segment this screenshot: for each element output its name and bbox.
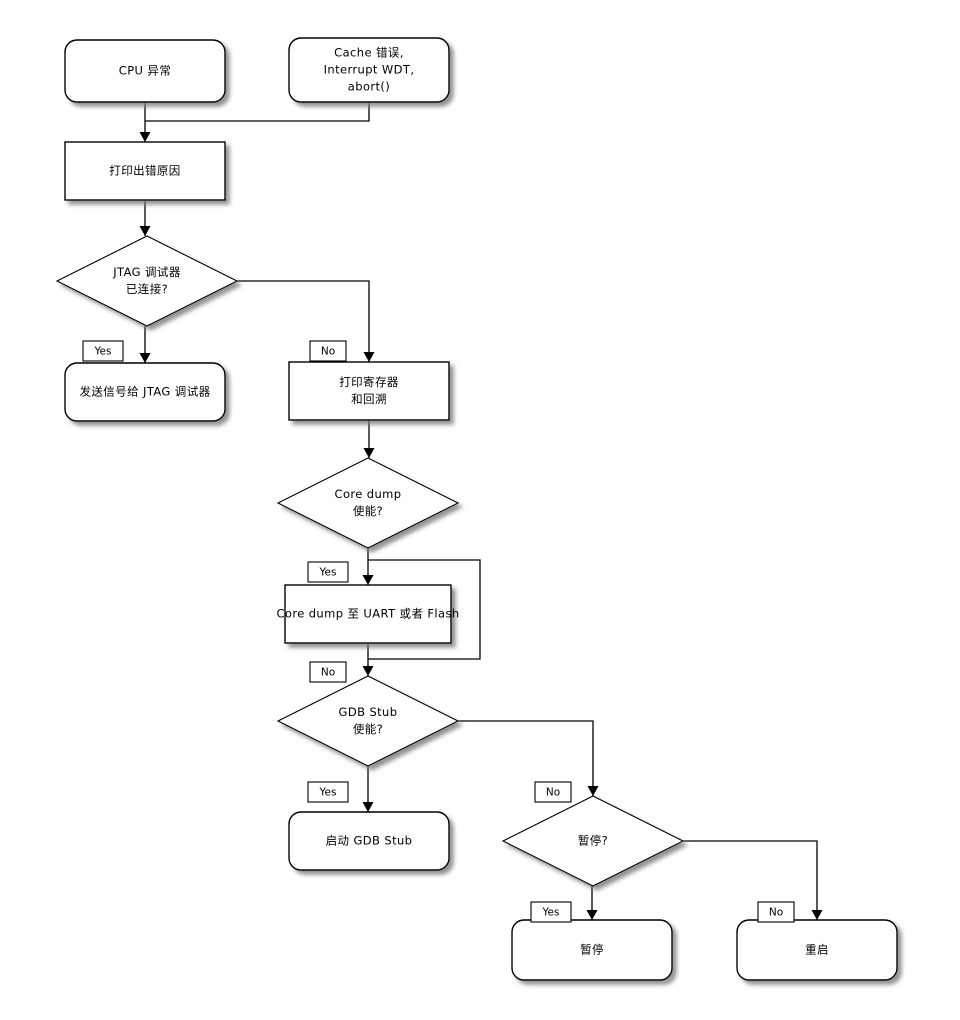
node-label: 重启 <box>805 943 829 957</box>
node-label: 使能? <box>353 722 383 736</box>
node-gdbstub-enabled[interactable]: GDB Stub 使能? <box>276 675 460 767</box>
arrowhead-icon <box>139 353 151 363</box>
arrowhead-icon <box>586 910 598 920</box>
node-label: Core dump <box>335 487 402 501</box>
node-label: Cache 错误, <box>334 46 404 60</box>
edge-label-box <box>309 340 347 362</box>
node-label: 使能? <box>353 504 383 518</box>
edge-label-halt-yes: Yes <box>530 901 572 923</box>
node-label: GDB Stub <box>339 705 398 719</box>
arrowhead-icon <box>362 666 374 676</box>
edge-label-text: No <box>769 907 783 919</box>
node-halt-question[interactable]: 暂停? <box>501 795 685 887</box>
node-cpu-exception[interactable]: CPU 异常 <box>64 39 226 103</box>
node-label: 打印出错原因 <box>109 164 180 178</box>
edge-label-coredump-yes: Yes <box>307 561 349 583</box>
edge-label-text: Yes <box>542 907 560 919</box>
node-cache-error[interactable]: Cache 错误, Interrupt WDT, abort() <box>288 37 450 103</box>
edge-label-text: No <box>321 667 335 679</box>
edge-label-box <box>82 340 124 362</box>
arrowhead-icon <box>363 352 375 362</box>
arrowhead-icon <box>362 575 374 585</box>
edge-label-box <box>307 781 349 803</box>
node-shape-rounded-rect <box>288 37 450 103</box>
arrowhead-icon <box>811 910 823 920</box>
arrowhead-icon <box>139 132 151 142</box>
node-coredump-enabled[interactable]: Core dump 使能? <box>276 457 460 549</box>
node-shape-rounded-rect <box>288 811 450 871</box>
node-shape-diamond <box>55 235 239 327</box>
node-shape-rect <box>64 141 226 201</box>
node-label: 暂停? <box>578 834 608 848</box>
node-label: 暂停 <box>580 943 604 957</box>
node-shape-rect <box>288 361 450 421</box>
edge-cache-to-print <box>145 102 370 122</box>
node-shape-diamond <box>276 457 460 549</box>
edge-halt-no-edge <box>683 840 823 920</box>
edge-label-halt-no: No <box>757 901 795 923</box>
node-shape-rounded-rect <box>511 919 673 981</box>
edge-label-box <box>307 561 349 583</box>
edge-label-box <box>530 901 572 923</box>
node-shape-rounded-rect <box>64 39 226 103</box>
node-label: 发送信号给 JTAG 调试器 <box>79 385 210 399</box>
node-label: 启动 GDB Stub <box>326 834 413 848</box>
edge-cd-yes-edge <box>362 548 374 585</box>
edge-print-to-jtag <box>139 200 151 236</box>
edge-label-text: No <box>546 787 560 799</box>
edge-label-text: Yes <box>94 346 112 358</box>
arrowhead-icon <box>587 786 599 796</box>
node-coredump-to-uart[interactable]: Core dump 至 UART 或者 Flash <box>276 584 459 644</box>
node-shape-diamond <box>501 795 685 887</box>
edge-label-jtag-yes: Yes <box>82 340 124 362</box>
node-signal-jtag[interactable]: 发送信号给 JTAG 调试器 <box>64 362 226 422</box>
edge-jtag-no-edge <box>237 280 375 362</box>
node-shape-rounded-rect <box>64 362 226 422</box>
edge-gdb-no-edge <box>458 720 599 796</box>
edge-label-box <box>534 781 572 803</box>
node-label: Interrupt WDT, <box>324 63 415 77</box>
node-print-error-reason[interactable]: 打印出错原因 <box>64 141 226 201</box>
node-start-gdbstub[interactable]: 启动 GDB Stub <box>288 811 450 871</box>
edge-label-coredump-no: No <box>309 661 347 683</box>
edges-layer <box>139 102 823 920</box>
nodes-layer: CPU 异常 Cache 错误, Interrupt WDT, abort() 打印出错… <box>55 37 898 981</box>
edge-gdb-yes-edge <box>362 766 374 812</box>
edge-label-text: Yes <box>319 787 337 799</box>
edge-label-text: Yes <box>319 567 337 579</box>
edge-jtag-yes-edge <box>139 326 151 363</box>
edge-cpu-to-print <box>139 102 151 142</box>
node-halt[interactable]: 暂停 <box>511 919 673 981</box>
arrowhead-icon <box>363 448 375 458</box>
edge-halt-yes-edge <box>586 886 598 920</box>
edge-label-gdbstub-yes: Yes <box>307 781 349 803</box>
node-shape-rounded-rect <box>736 919 898 981</box>
node-label: abort() <box>348 80 390 94</box>
edge-cd-no-edge <box>368 559 481 660</box>
node-shape-rect <box>284 584 452 644</box>
edge-label-gdbstub-no: No <box>534 781 572 803</box>
node-label: 已连接? <box>126 282 168 296</box>
edge-registers-to-cd <box>363 420 375 458</box>
arrowhead-icon <box>139 226 151 236</box>
node-label: 和回溯 <box>351 392 387 406</box>
node-restart[interactable]: 重启 <box>736 919 898 981</box>
node-label: JTAG 调试器 <box>112 265 181 279</box>
arrowhead-icon <box>362 802 374 812</box>
edge-label-jtag-no: No <box>309 340 347 362</box>
node-label: Core dump 至 UART 或者 Flash <box>276 607 459 621</box>
node-label: 打印寄存器 <box>339 375 399 389</box>
edge-cduart-to-gdb <box>362 643 374 676</box>
node-shape-diamond <box>276 675 460 767</box>
edge-label-box <box>309 661 347 683</box>
node-label: CPU 异常 <box>119 64 171 78</box>
edge-label-box <box>757 901 795 923</box>
edge-label-text: No <box>321 346 335 358</box>
